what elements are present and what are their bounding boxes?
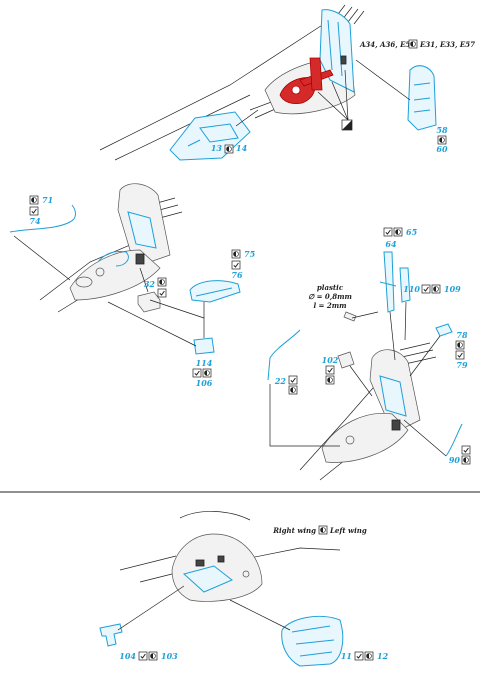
check-icon	[461, 445, 471, 455]
half-circle-icon	[157, 277, 167, 287]
half-circle-icon	[364, 651, 374, 661]
part-number-75: 75	[244, 249, 256, 259]
half-circle-icon	[325, 375, 335, 385]
part-number-114: 114	[196, 358, 213, 368]
part-number-22: 22	[274, 376, 287, 386]
half-circle-icon	[288, 385, 298, 395]
check-icon	[383, 227, 393, 237]
part-number-13: 13	[211, 143, 223, 153]
section-middle-right: 65 64 110 109 plastic ∅ = 0,8mm l = 2mm …	[267, 227, 471, 481]
section-top: A34, A36, E58 E31, E33, E57 13 14 58 60	[99, 4, 475, 161]
half-circle-icon	[461, 455, 471, 465]
part-number-110: 110	[403, 284, 420, 294]
part-number-104: 104	[119, 651, 136, 661]
part-number-14: 14	[236, 143, 248, 153]
part-number-12: 12	[377, 651, 389, 661]
part-number-58: 58	[436, 125, 448, 135]
part-number-90: 90	[449, 455, 461, 465]
part-number-76: 76	[231, 270, 243, 280]
check-icon	[288, 375, 298, 385]
part-number-60: 60	[436, 144, 448, 154]
part-number-32: 32	[144, 279, 156, 289]
section-bottom: Right wing Left wing 104 103 11 12	[99, 511, 389, 667]
part-64-65	[383, 251, 395, 313]
half-circle-icon	[202, 368, 212, 378]
fold-icon	[341, 119, 353, 131]
half-circle-icon	[408, 39, 418, 49]
check-icon	[29, 206, 39, 216]
variants-label: A34, A36, E58	[359, 40, 415, 49]
variants-label-2: E31, E33, E57	[419, 40, 475, 49]
check-icon	[354, 651, 364, 661]
plastic-note-length: l = 2mm	[313, 301, 346, 310]
part-number-79: 79	[456, 360, 468, 370]
part-number-102: 102	[322, 355, 339, 365]
plastic-rod	[343, 311, 357, 322]
part-90	[445, 423, 463, 457]
part-number-71: 71	[42, 195, 53, 205]
part-78-79	[435, 323, 453, 337]
part-number-103: 103	[161, 651, 178, 661]
part-number-65: 65	[406, 227, 418, 237]
part-blue-insert	[182, 565, 233, 593]
check-icon	[157, 288, 167, 298]
part-number-106: 106	[196, 378, 213, 388]
check-icon	[231, 260, 241, 270]
half-circle-icon	[455, 340, 465, 350]
section-middle-left: 71 74 32 75 76 114 106	[9, 183, 256, 388]
plastic-note-diameter: ∅ = 0,8mm	[308, 292, 352, 301]
part-number-78: 78	[456, 330, 468, 340]
right-wing-label: Right wing	[272, 526, 316, 535]
check-icon	[421, 284, 431, 294]
part-11-12	[281, 615, 344, 667]
half-circle-icon	[224, 144, 234, 154]
half-circle-icon	[431, 284, 441, 294]
part-32-block	[137, 291, 161, 313]
half-circle-icon	[437, 135, 447, 145]
cable-part-71-74	[9, 204, 76, 233]
check-icon	[325, 365, 335, 375]
part-102	[337, 351, 355, 369]
half-circle-icon	[29, 195, 39, 205]
half-circle-icon	[148, 651, 158, 661]
part-number-11: 11	[341, 651, 352, 661]
part-114-106	[193, 337, 215, 355]
half-circle-icon	[231, 249, 241, 259]
part-number-109: 109	[444, 284, 461, 294]
part-104-103	[99, 623, 123, 647]
part-number-64: 64	[385, 239, 397, 249]
plastic-note-title: plastic	[317, 283, 344, 292]
left-wing-label: Left wing	[329, 526, 367, 535]
check-icon	[455, 350, 465, 360]
part-110-109	[399, 267, 411, 303]
cable-part-22	[267, 329, 301, 381]
half-circle-icon	[393, 227, 403, 237]
part-58-60	[407, 65, 437, 131]
check-icon	[192, 368, 202, 378]
check-icon	[138, 651, 148, 661]
part-number-74: 74	[29, 216, 41, 226]
half-circle-icon	[318, 525, 328, 535]
